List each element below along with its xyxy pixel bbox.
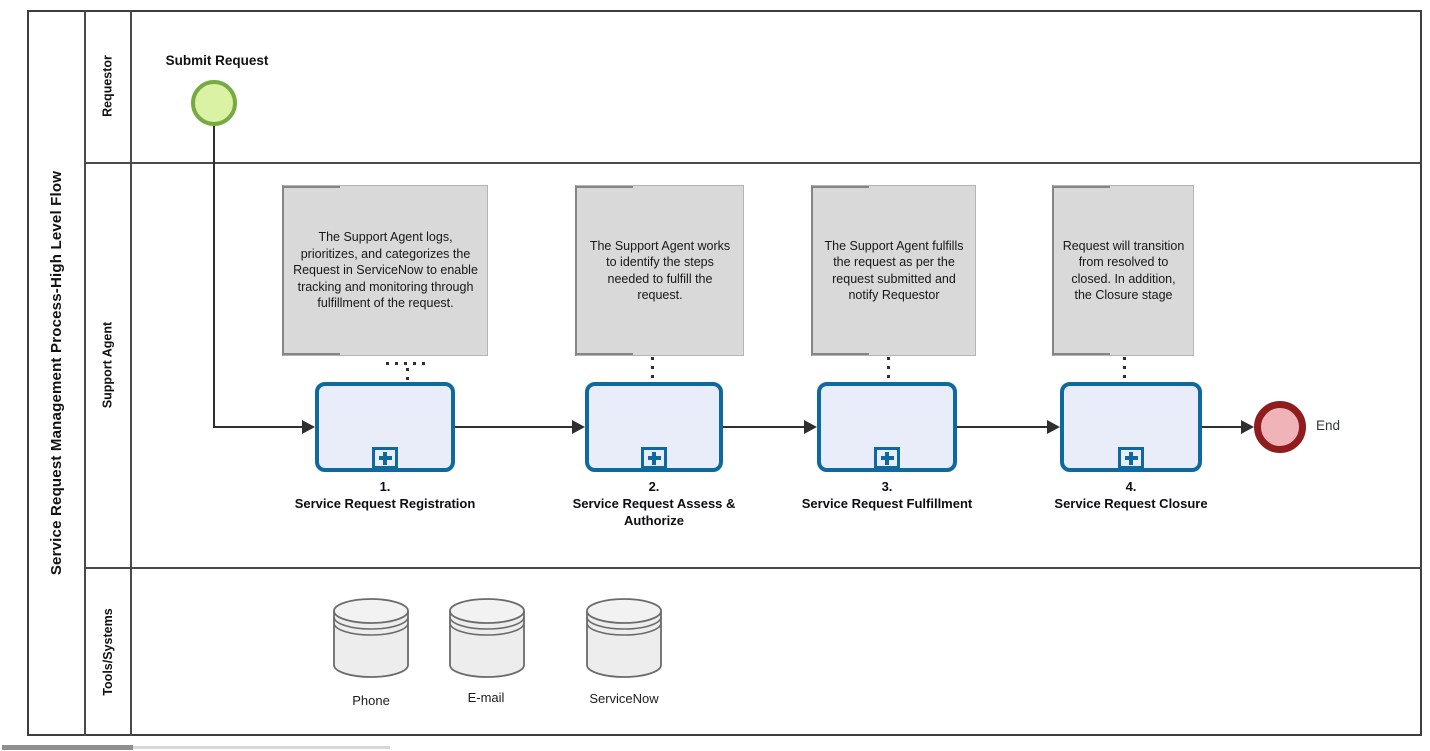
task-service-request-closure (1060, 382, 1202, 472)
datastore-label-phone: Phone (352, 693, 390, 708)
lane-label-requestor: Requestor (100, 55, 115, 117)
pool-title-divider (84, 10, 86, 736)
arrowhead-icon (572, 420, 585, 434)
pool-title: Service Request Management Process-High … (47, 170, 65, 576)
lane-divider-requestor-support (84, 162, 1422, 164)
task-number: 1. (379, 479, 391, 494)
plus-icon (378, 451, 392, 465)
task-number: 4. (1125, 479, 1137, 494)
task-label-3: 3. Service Request Fulfillment (777, 478, 997, 512)
task-name: Service Request Registration (294, 496, 476, 511)
datastore-servicenow-icon (586, 598, 662, 678)
task-label-2: 2. Service Request Assess & Authorize (544, 478, 764, 529)
datastore-email-icon (449, 598, 525, 678)
lane-label-divider (130, 10, 132, 736)
subprocess-marker (1118, 447, 1144, 469)
association-dotted-line (651, 357, 654, 381)
association-dotted-line (406, 368, 409, 381)
subprocess-marker (874, 447, 900, 469)
plus-icon (647, 451, 661, 465)
subprocess-marker (641, 447, 667, 469)
flow-start-vertical (213, 126, 215, 427)
arrowhead-icon (1241, 420, 1254, 434)
arrowhead-icon (804, 420, 817, 434)
flow-task3-task4 (957, 426, 1047, 428)
task-number: 3. (881, 479, 893, 494)
association-dotted-line (1123, 357, 1126, 381)
association-dotted-line (887, 357, 890, 381)
task-service-request-registration (315, 382, 455, 472)
arrowhead-icon (1047, 420, 1060, 434)
flow-task4-end (1202, 426, 1241, 428)
flow-task1-task2 (455, 426, 572, 428)
start-event-label: Submit Request (165, 53, 269, 68)
end-event-label: End (1316, 418, 1341, 433)
plus-icon (1124, 451, 1138, 465)
flow-start-horizontal (213, 426, 303, 428)
datastore-label-email: E-mail (467, 690, 505, 705)
task-name: Service Request Fulfillment (801, 496, 973, 511)
text-annotation-2: The Support Agent works to identify the … (575, 185, 744, 356)
task-name: Service Request Assess & Authorize (572, 496, 736, 528)
association-dotted-line (386, 362, 428, 365)
task-name: Service Request Closure (1054, 496, 1208, 511)
datastore-phone-icon (333, 598, 409, 678)
horizontal-scrollbar-thumb[interactable] (2, 745, 133, 750)
task-service-request-fulfillment (817, 382, 957, 472)
lane-divider-support-tools (84, 567, 1422, 569)
datastore-label-servicenow: ServiceNow (589, 691, 659, 706)
lane-label-tools-systems: Tools/Systems (101, 608, 115, 696)
arrowhead-icon (302, 420, 315, 434)
pool-border (27, 10, 1422, 736)
start-event (191, 80, 237, 126)
task-number: 2. (648, 479, 660, 494)
flow-task2-task3 (723, 426, 804, 428)
task-label-1: 1. Service Request Registration (275, 478, 495, 512)
task-label-4: 4. Service Request Closure (1021, 478, 1241, 512)
lane-label-support-agent: Support Agent (100, 321, 115, 409)
subprocess-marker (372, 447, 398, 469)
text-annotation-3: The Support Agent fulfills the request a… (811, 185, 976, 356)
text-annotation-4: Request will transition from resolved to… (1052, 185, 1194, 356)
horizontal-scrollbar-track (2, 746, 390, 749)
plus-icon (880, 451, 894, 465)
task-service-request-assess-authorize (585, 382, 723, 472)
text-annotation-1: The Support Agent logs, prioritizes, and… (282, 185, 488, 356)
end-event (1254, 401, 1306, 453)
